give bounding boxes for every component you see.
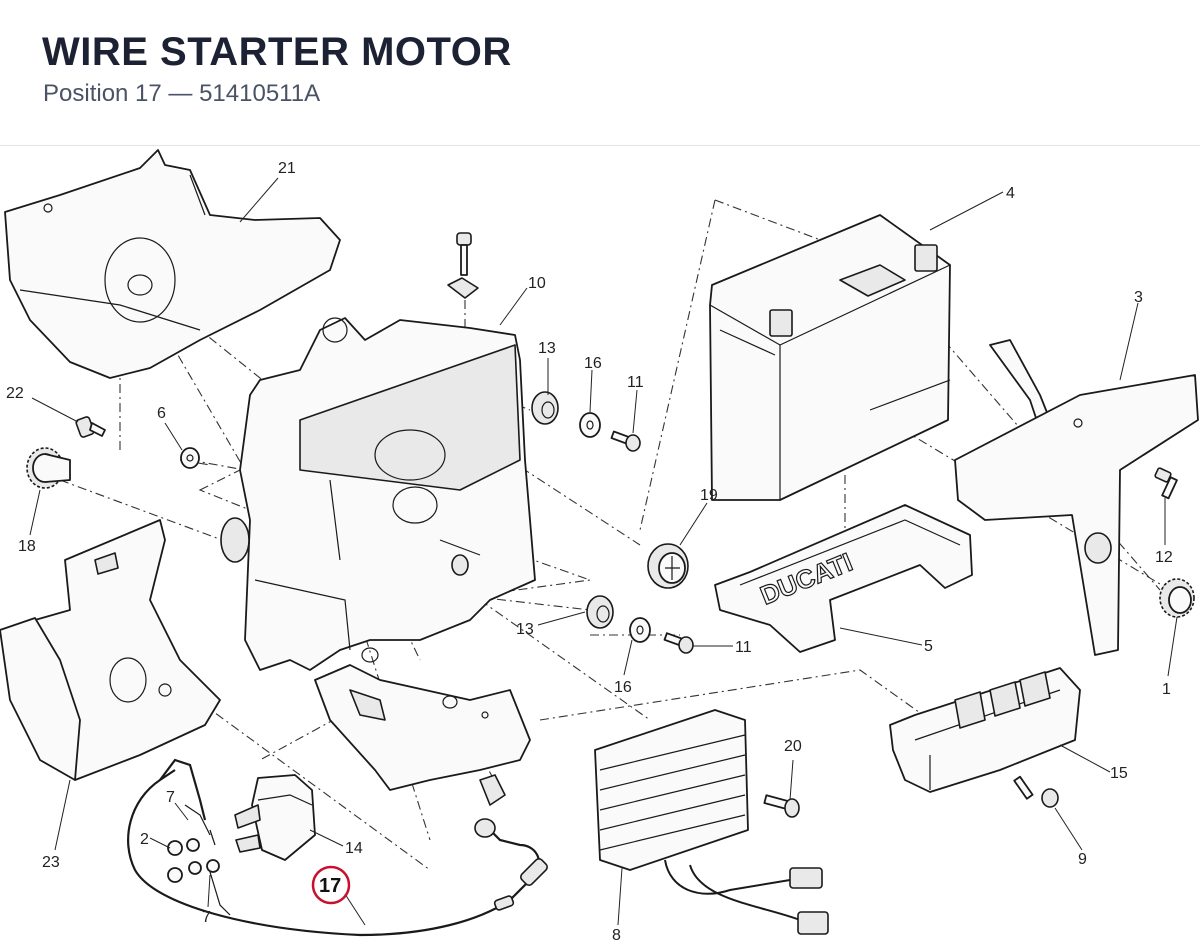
page-subtitle: Position 17 — 51410511A — [43, 80, 321, 107]
part-15-connector-block — [889, 667, 1081, 793]
callout-7-lower[interactable]: 7 — [202, 909, 211, 926]
callout-12[interactable]: 12 — [1155, 549, 1173, 566]
callout-19[interactable]: 19 — [700, 487, 718, 504]
part-20-bolt — [763, 794, 800, 818]
callout-numbers: 21 4 10 3 13 16 11 22 6 18 19 12 1 13 11… — [6, 160, 1173, 944]
part-21-heat-shield — [4, 149, 341, 379]
callout-13-upper[interactable]: 13 — [538, 340, 556, 357]
part-17-wire-starter-motor — [127, 758, 548, 937]
part-5-battery-support: DUCATI — [714, 504, 973, 653]
part-14-relay — [234, 774, 316, 861]
part-13-16-11-lower — [586, 595, 694, 654]
part-18-grommet — [26, 447, 71, 489]
part-10-battery-box — [220, 317, 536, 671]
leader-lines — [29, 177, 1178, 926]
part-12-bolt — [1154, 467, 1178, 500]
page-title: WIRE STARTER MOTOR — [42, 30, 512, 74]
callout-4[interactable]: 4 — [1006, 185, 1015, 202]
part-10-screw — [447, 232, 479, 299]
callout-16-lower[interactable]: 16 — [614, 679, 632, 696]
callout-20[interactable]: 20 — [784, 738, 802, 755]
part-22-bolt — [75, 416, 106, 438]
callout-9[interactable]: 9 — [1078, 851, 1087, 868]
part-3-strap — [954, 339, 1199, 656]
part-lower-bracket — [314, 664, 531, 806]
callout-17-highlight-ring — [311, 865, 351, 905]
callout-7-upper[interactable]: 7 — [166, 789, 175, 806]
part-8-regulator — [594, 709, 829, 935]
callout-17[interactable]: 17 — [319, 875, 341, 897]
callout-2[interactable]: 2 — [140, 831, 149, 848]
callout-23[interactable]: 23 — [42, 854, 60, 871]
part-6-washer — [180, 447, 200, 469]
callout-18[interactable]: 18 — [18, 538, 36, 555]
callout-5[interactable]: 5 — [924, 638, 933, 655]
part-23-guard — [0, 519, 221, 781]
part-19-damper — [647, 543, 689, 589]
callout-21[interactable]: 21 — [278, 160, 296, 177]
part-4-battery — [709, 214, 951, 501]
callout-16-upper[interactable]: 16 — [584, 355, 602, 372]
callout-1[interactable]: 1 — [1162, 681, 1171, 698]
callout-8[interactable]: 8 — [612, 927, 621, 944]
callout-14[interactable]: 14 — [345, 840, 363, 857]
callout-11-upper[interactable]: 11 — [627, 374, 644, 391]
header: WIRE STARTER MOTOR Position 17 — 5141051… — [0, 0, 1200, 146]
part-7-2-terminals — [167, 804, 231, 916]
callout-13-lower[interactable]: 13 — [516, 621, 534, 638]
part-1-cap — [1159, 578, 1195, 618]
part-9-bolt — [1013, 775, 1059, 808]
callout-11-lower[interactable]: 11 — [735, 639, 752, 656]
callout-22[interactable]: 22 — [6, 385, 24, 402]
callout-15[interactable]: 15 — [1110, 765, 1128, 782]
part-13-16-11-upper — [531, 391, 641, 452]
callout-6[interactable]: 6 — [157, 405, 166, 422]
callout-3[interactable]: 3 — [1134, 289, 1143, 306]
callout-10[interactable]: 10 — [528, 275, 546, 292]
